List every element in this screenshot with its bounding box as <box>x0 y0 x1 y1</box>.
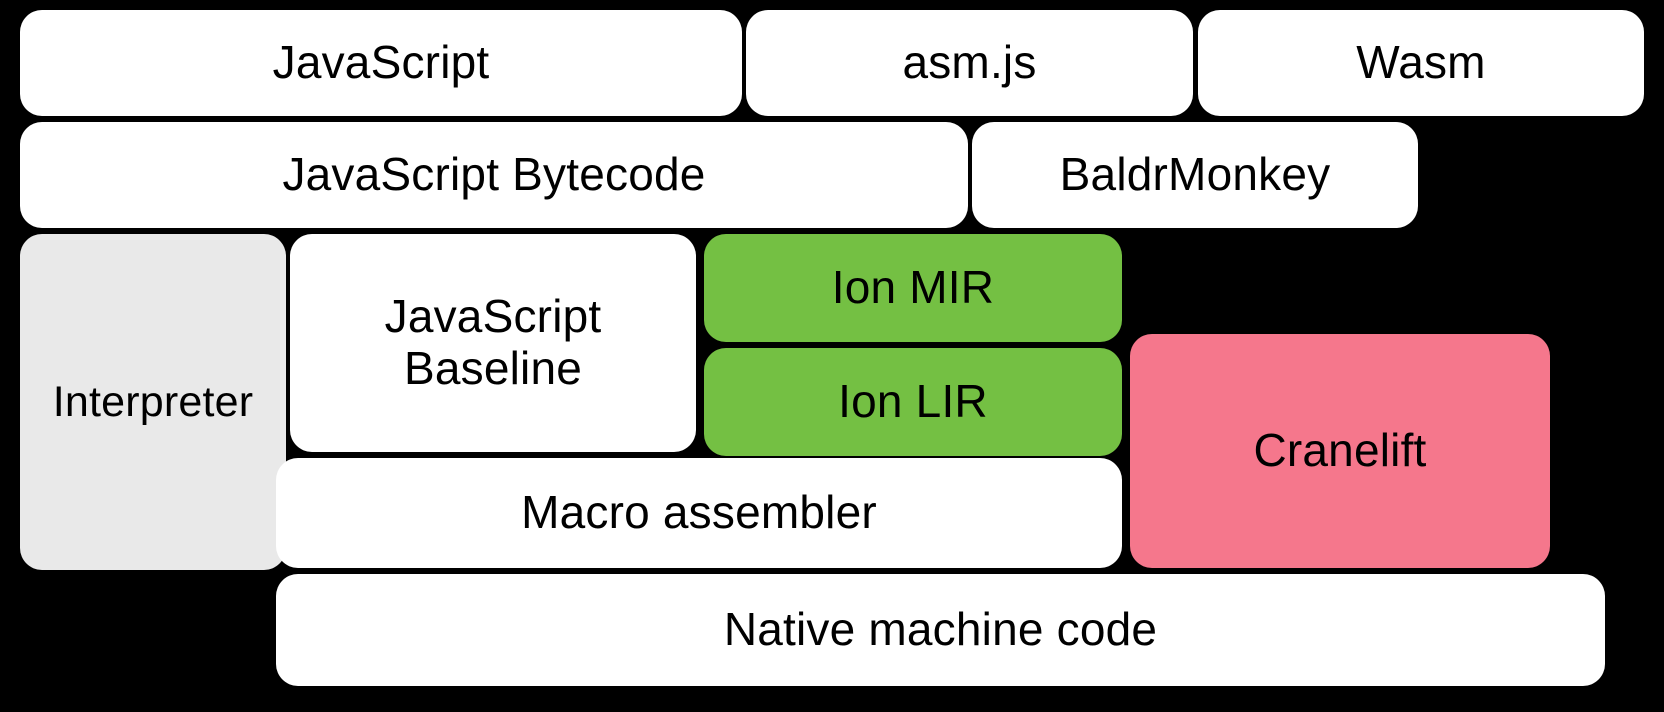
node-javascript-baseline: JavaScript Baseline <box>290 234 696 452</box>
node-baldrmonkey: BaldrMonkey <box>972 122 1418 228</box>
node-asmjs: asm.js <box>746 10 1193 116</box>
node-native-machine-code: Native machine code <box>276 574 1605 686</box>
node-macro-assembler: Macro assembler <box>276 458 1122 568</box>
node-cranelift: Cranelift <box>1130 334 1550 568</box>
node-ion-mir: Ion MIR <box>704 234 1122 342</box>
node-wasm: Wasm <box>1198 10 1644 116</box>
node-javascript: JavaScript <box>20 10 742 116</box>
node-ion-lir: Ion LIR <box>704 348 1122 456</box>
node-javascript-bytecode: JavaScript Bytecode <box>20 122 968 228</box>
node-interpreter: Interpreter <box>20 234 286 570</box>
